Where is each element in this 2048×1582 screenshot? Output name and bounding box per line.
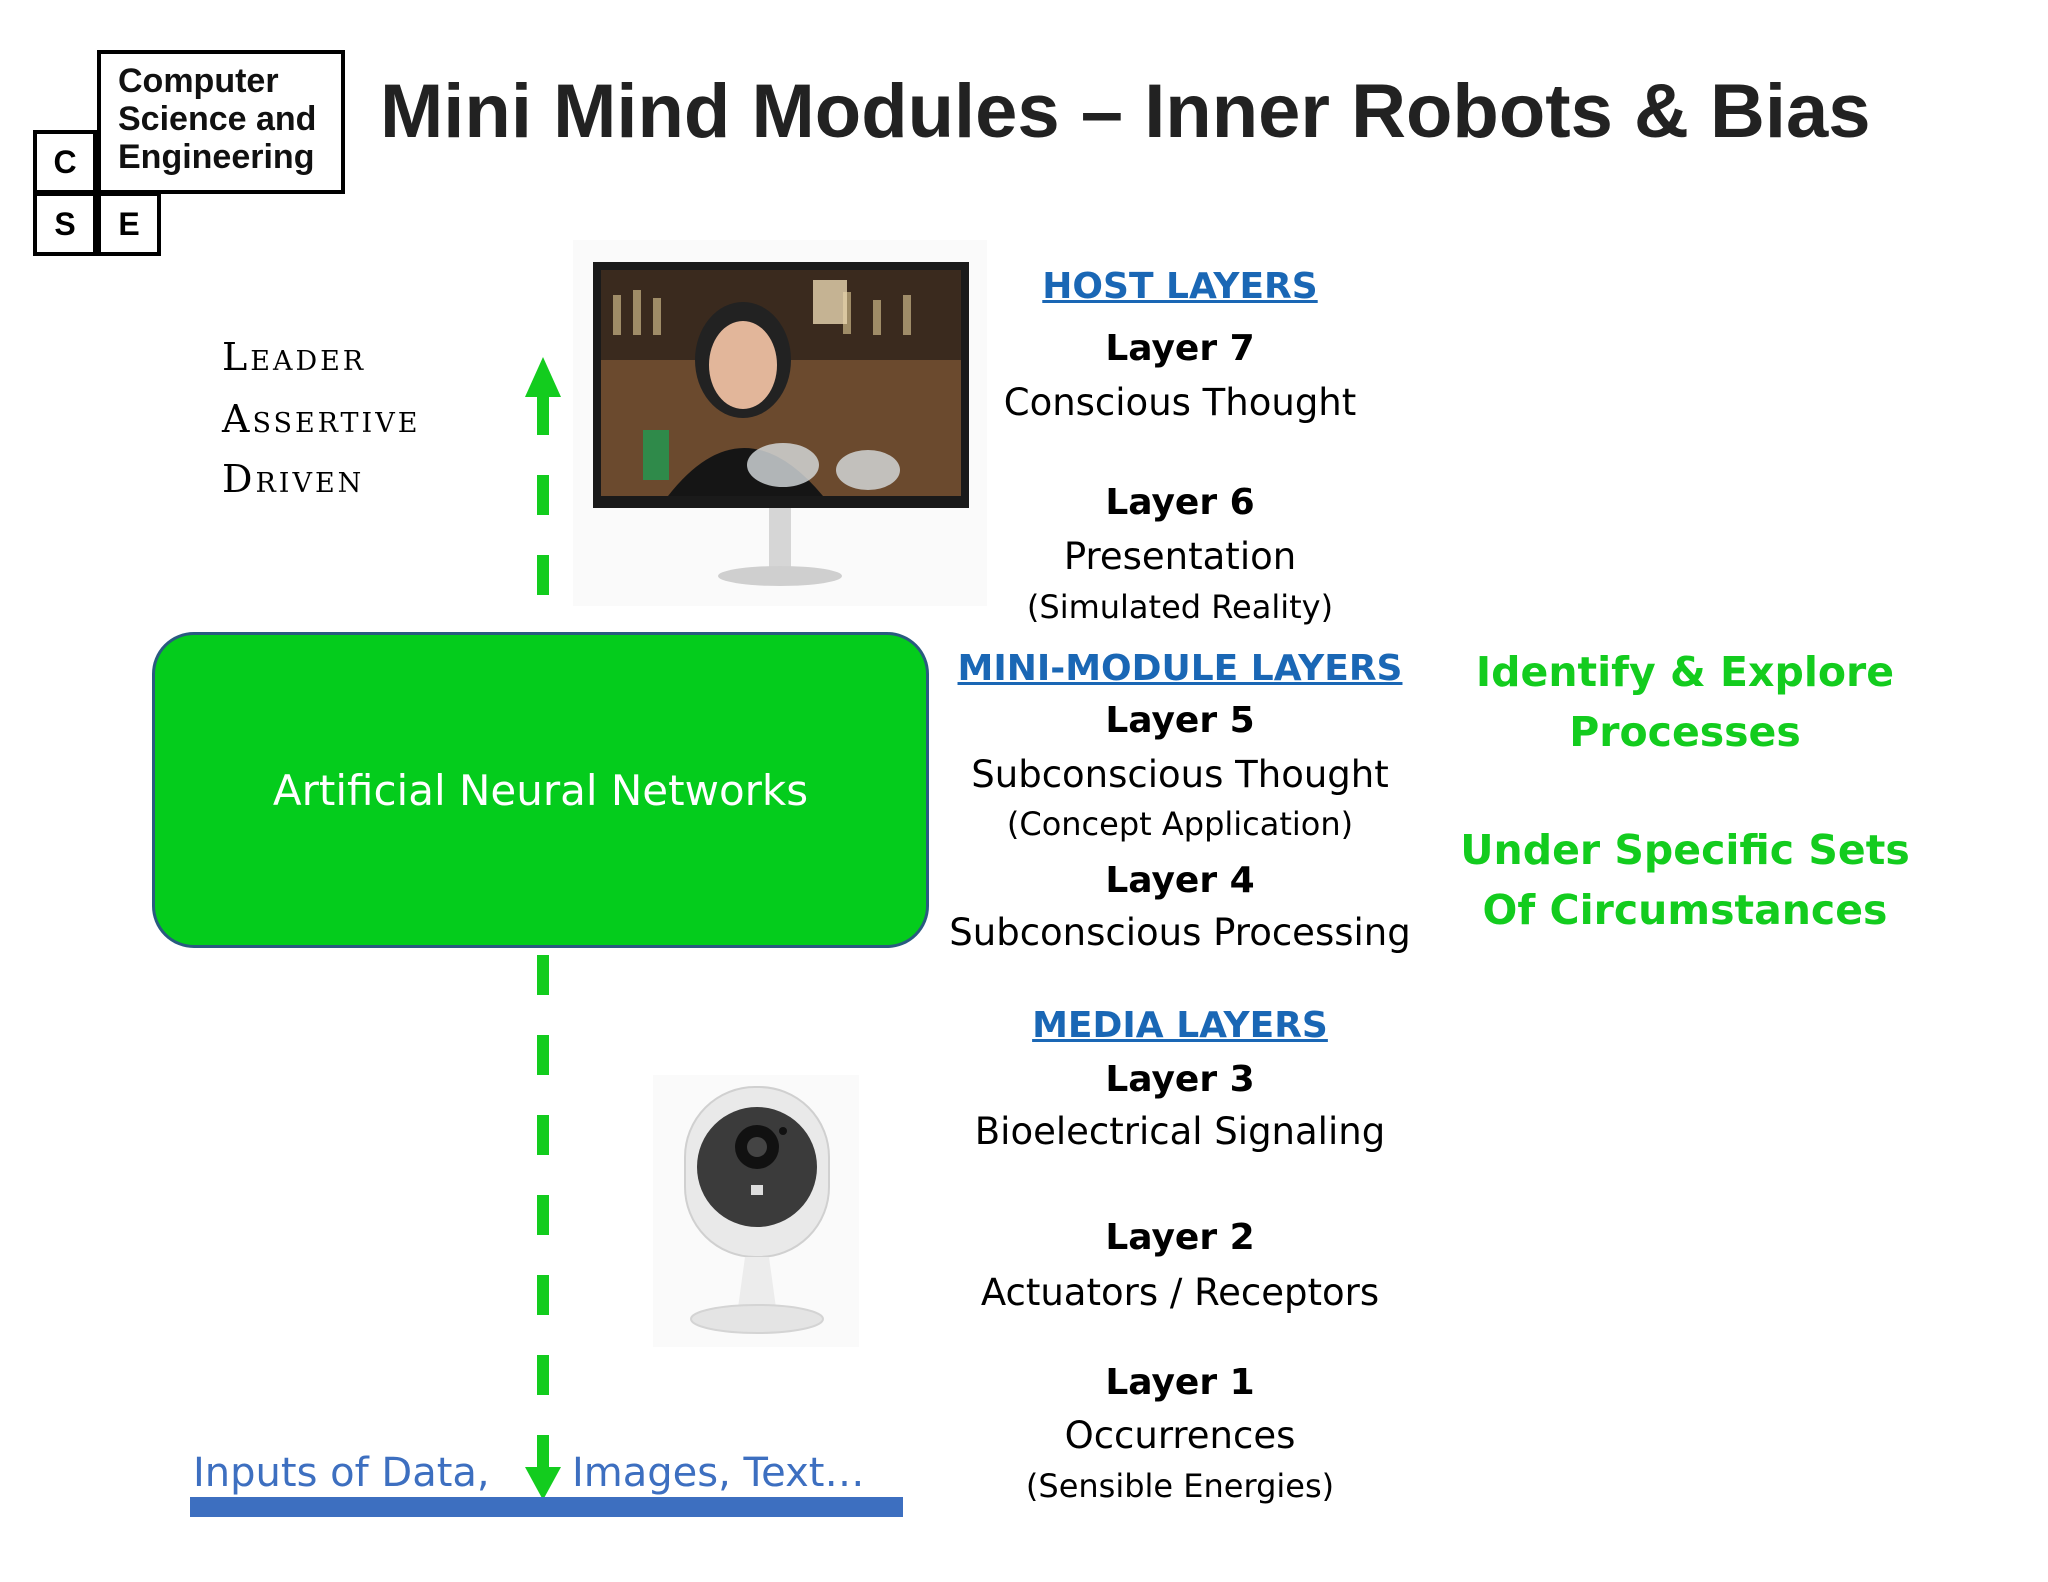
trait-assertive: Assertive [222, 397, 421, 441]
logo-cell-c: C [33, 130, 97, 194]
logo-letter-s: S [54, 205, 76, 242]
layer-1-desc: Occurrences [1064, 1414, 1296, 1457]
note-circumstances: Under Specific Sets Of Circumstances [1430, 820, 1940, 940]
note-circumstances-line-1: Under Specific Sets [1460, 826, 1910, 874]
trait-leader: Leader [222, 335, 367, 379]
monitor-image [573, 240, 987, 606]
layer-7-title: Layer 7 [1105, 328, 1255, 369]
layer-1-title: Layer 1 [1105, 1362, 1255, 1403]
layer-3-desc: Bioelectrical Signaling [974, 1110, 1386, 1153]
layer-6-title: Layer 6 [1105, 482, 1255, 523]
note-identify-line-1: Identify & Explore [1475, 648, 1895, 696]
logo-letter-c: C [53, 143, 77, 180]
page-title: Mini Mind Modules – Inner Robots & Bias [380, 69, 1871, 154]
logo-cell-e: E [97, 192, 161, 256]
note-circumstances-line-2: Of Circumstances [1482, 886, 1888, 934]
logo-text: Computer Science and Engineering [118, 62, 316, 176]
section-media-layers: MEDIA LAYERS [1032, 1005, 1328, 1046]
inputs-bar [190, 1497, 903, 1517]
layer-3-title: Layer 3 [1105, 1059, 1255, 1100]
layer-4-desc: Subconscious Processing [949, 911, 1411, 954]
logo-cell-s: S [33, 192, 97, 256]
logo-line-2: Science and [118, 100, 317, 138]
layer-5-title: Layer 5 [1105, 700, 1255, 741]
logo-letter-e: E [118, 205, 140, 242]
layer-6-desc: Presentation [1063, 535, 1297, 578]
inputs-label-left: Inputs of Data, [193, 1450, 490, 1496]
layer-5-desc: Subconscious Thought [971, 753, 1389, 796]
ann-box: Artificial Neural Networks [152, 632, 929, 948]
layer-1-sub: (Sensible Energies) [1025, 1467, 1335, 1505]
layer-2-title: Layer 2 [1105, 1217, 1255, 1258]
arrow-down-icon [525, 1467, 561, 1500]
note-identify: Identify & Explore Processes [1430, 642, 1940, 762]
layer-7-desc: Conscious Thought [1003, 381, 1357, 424]
logo-main-box [97, 50, 345, 194]
layer-5-sub: (Concept Application) [1006, 805, 1354, 843]
note-identify-line-2: Processes [1569, 708, 1801, 756]
section-mini-module-layers: MINI-MODULE LAYERS [957, 648, 1403, 689]
section-host-layers: HOST LAYERS [1042, 266, 1318, 307]
camera-image [653, 1075, 859, 1347]
logo-line-3: Engineering [118, 138, 315, 176]
layer-6-sub: (Simulated Reality) [1026, 588, 1334, 626]
dashed-arrow [525, 357, 561, 1500]
inputs-label-right: Images, Text… [572, 1450, 865, 1496]
logo-line-1: Computer [118, 62, 279, 100]
trait-driven: Driven [222, 457, 365, 501]
ann-box-label: Artificial Neural Networks [272, 765, 809, 815]
layer-2-desc: Actuators / Receptors [980, 1271, 1380, 1314]
layer-4-title: Layer 4 [1105, 860, 1255, 901]
arrow-up-icon [525, 357, 561, 397]
